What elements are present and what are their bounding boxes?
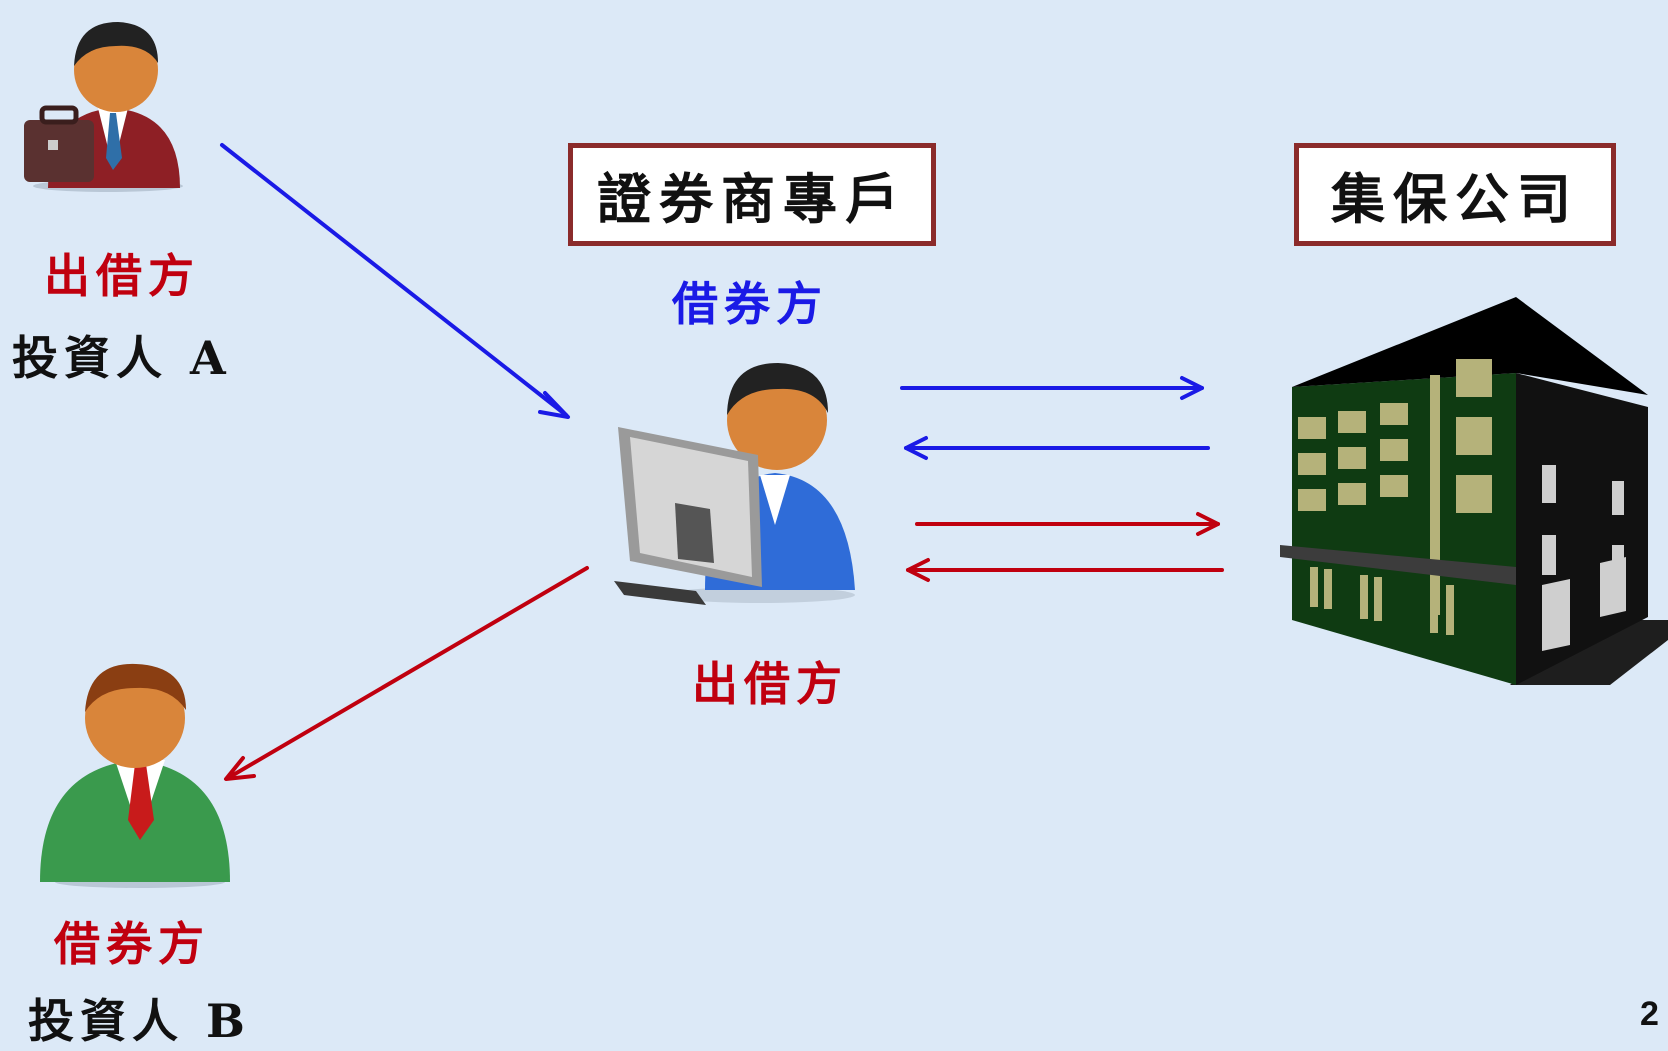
arrow-broker-to-depository-blue — [900, 376, 1204, 400]
broker-borrower-role-label: 借券方 — [672, 277, 828, 331]
arrow-broker-to-depository-red — [915, 512, 1220, 536]
businessman-green-icon — [40, 663, 230, 888]
office-building-icon — [1280, 297, 1668, 685]
broker-account-label: 證券商專戶 — [597, 167, 907, 231]
depository-box: 集保公司 — [1294, 143, 1616, 246]
page-number: 2 — [1640, 995, 1659, 1033]
investor-b-label: 投資人 B — [28, 994, 251, 1048]
arrow-depository-to-broker-red — [906, 558, 1224, 582]
broker-lender-role-label: 出借方 — [692, 657, 848, 711]
borrower-b-role-label: 借券方 — [54, 917, 210, 971]
lender-a-role-label: 出借方 — [44, 249, 200, 303]
arrow-investor-a-to-broker — [220, 143, 570, 419]
businessman-with-briefcase-icon — [24, 22, 183, 192]
arrow-broker-to-investor-b — [224, 566, 589, 781]
depository-label: 集保公司 — [1331, 167, 1579, 231]
arrow-depository-to-broker-blue — [904, 436, 1210, 460]
broker-account-box: 證券商專戶 — [568, 143, 936, 246]
investor-a-label: 投資人 A — [12, 331, 232, 385]
person-at-computer-icon — [614, 363, 855, 605]
